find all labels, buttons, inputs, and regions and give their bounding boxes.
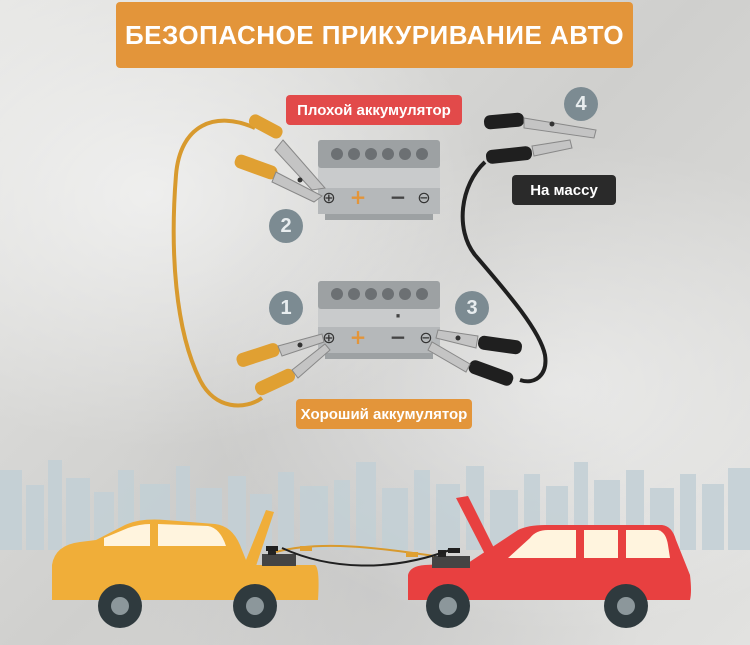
orange-clamp-bottom xyxy=(234,154,323,203)
black-clamp-top xyxy=(483,112,597,139)
good-plus-circle: ⊕ xyxy=(322,328,335,347)
car-cable-black xyxy=(281,547,451,567)
orange-clamp-good-bottom xyxy=(254,343,331,396)
orange-cable xyxy=(171,118,264,408)
step-badge-3: 3 xyxy=(455,291,489,325)
good-battery xyxy=(318,281,440,359)
yellow-car xyxy=(52,510,319,628)
orange-clamp-top xyxy=(248,114,326,191)
bad-minus-circle: ⊖ xyxy=(417,188,430,207)
good-plus-sign: + xyxy=(350,325,367,349)
ground-label: На массу xyxy=(512,175,616,205)
good-battery-label: Хороший аккумулятор xyxy=(296,399,472,429)
bad-plus-sign: + xyxy=(350,185,367,209)
bad-plus-circle: ⊕ xyxy=(322,188,335,207)
car-clamp-3 xyxy=(406,552,418,557)
good-dot: · xyxy=(395,306,402,327)
black-clamp-good-bottom xyxy=(427,341,514,386)
car-clamp-2 xyxy=(300,546,312,551)
good-minus-sign: − xyxy=(390,325,407,349)
step-badge-1: 1 xyxy=(269,291,303,325)
step-badge-2: 2 xyxy=(269,209,303,243)
bad-battery xyxy=(318,140,440,220)
step-badge-4: 4 xyxy=(564,87,598,121)
page-title: БЕЗОПАСНОЕ ПРИКУРИВАНИЕ АВТО xyxy=(116,2,633,68)
black-clamp-good-top xyxy=(435,329,522,355)
bad-minus-sign: − xyxy=(390,185,407,209)
black-clamp-bottom xyxy=(485,139,573,164)
car-clamp-1 xyxy=(266,546,278,551)
black-cable xyxy=(460,160,548,384)
bad-battery-label: Плохой аккумулятор xyxy=(286,95,462,125)
orange-clamp-good-top xyxy=(236,333,325,367)
red-car xyxy=(408,496,691,628)
good-minus-circle: ⊖ xyxy=(419,328,432,347)
car-clamp-4 xyxy=(448,548,460,553)
